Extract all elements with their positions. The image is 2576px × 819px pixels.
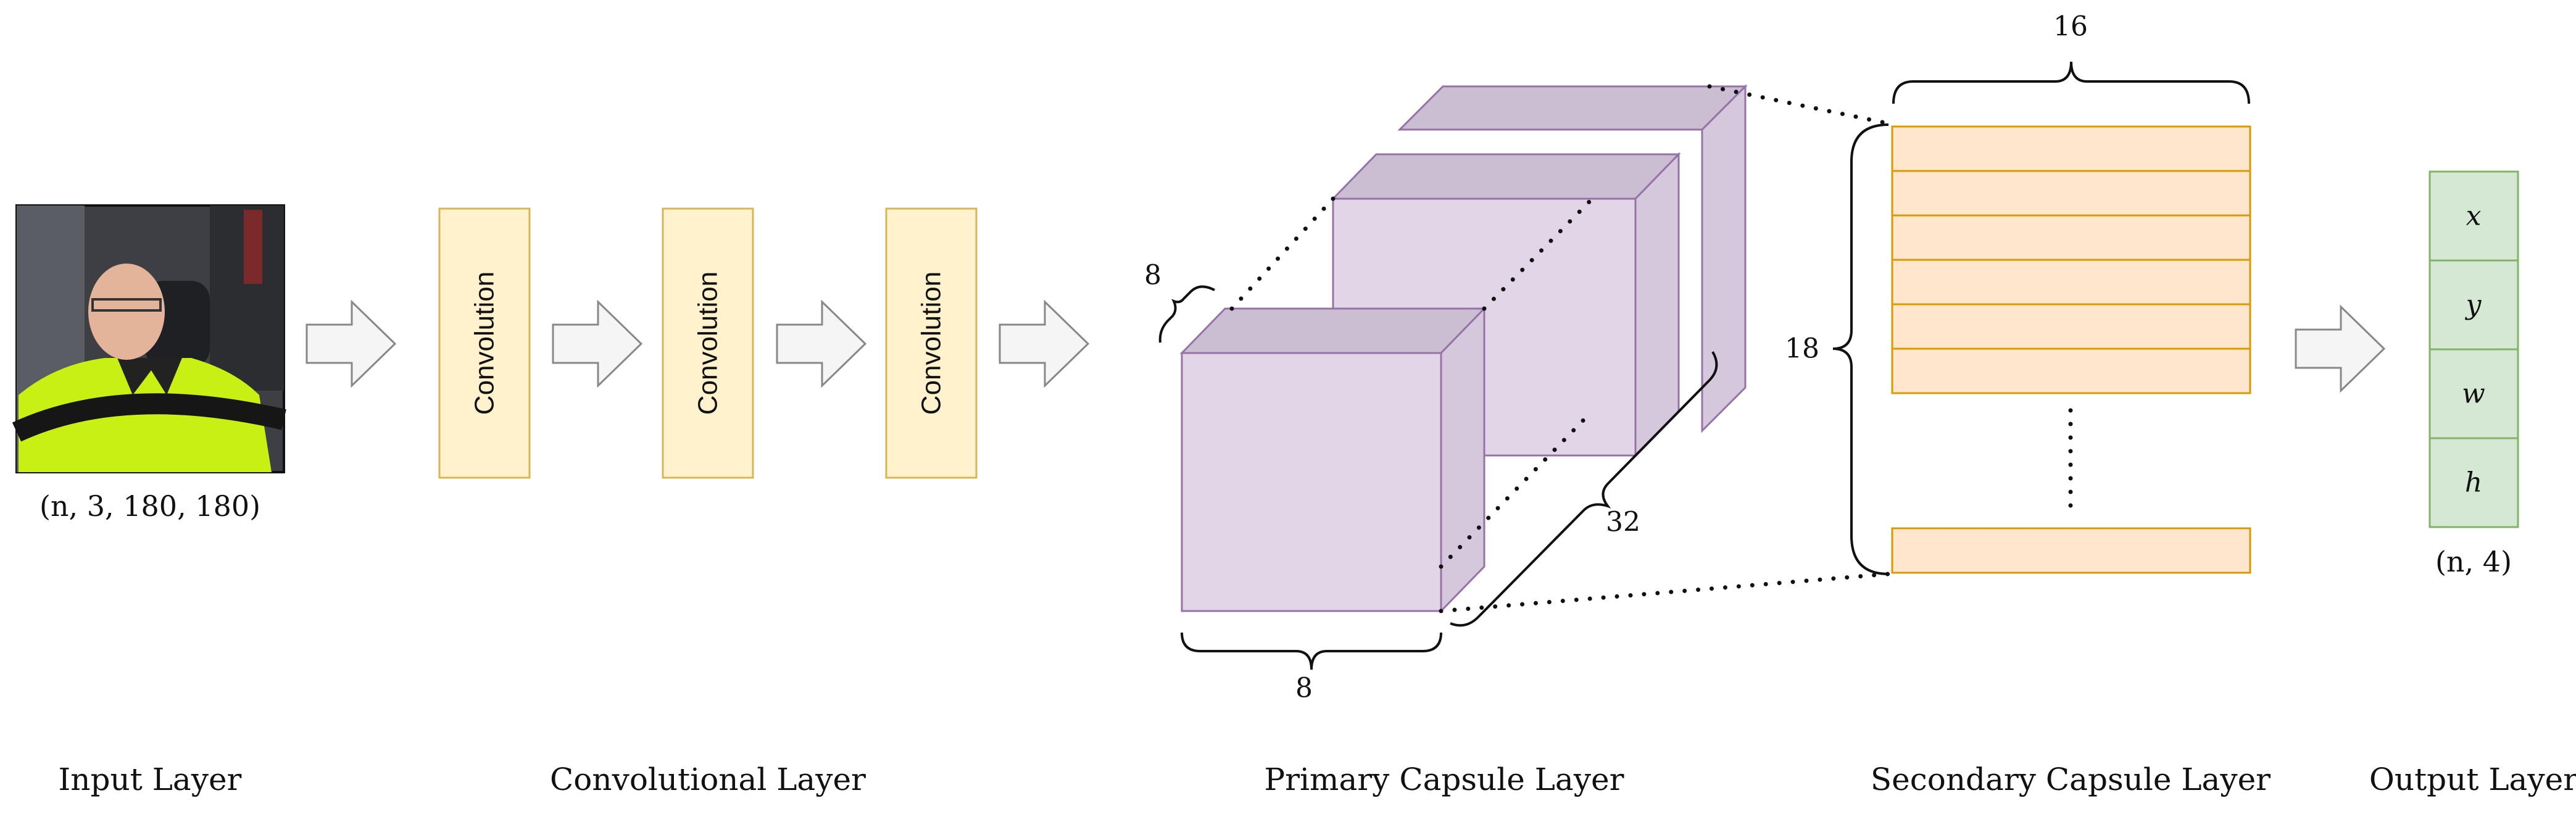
brace-width — [1181, 632, 1442, 670]
secondary-capsule-row — [1891, 259, 2251, 306]
convolution-block-1: Convolution — [438, 207, 531, 479]
secondary-width-label: 16 — [2053, 11, 2088, 43]
primary-capsule-cubes — [1179, 84, 1748, 613]
arrow-conv1-to-conv2 — [552, 299, 643, 388]
caption-primary-capsule-layer: Primary Capsule Layer — [1265, 762, 1624, 797]
secondary-capsule-rows — [1891, 125, 2251, 574]
capsule-cube-front — [1179, 306, 1487, 613]
convolution-label-1: Convolution — [470, 272, 500, 415]
braces — [1158, 61, 2250, 670]
brace-secondary-width — [1892, 61, 2250, 104]
primary-width-label: 8 — [1295, 673, 1313, 704]
output-cell-w: w — [2462, 378, 2485, 410]
capsule-cube-back — [1397, 84, 1748, 433]
caption-secondary-capsule-layer: Secondary Capsule Layer — [1871, 762, 2271, 797]
brace-depth — [1158, 285, 1215, 343]
output-cells: x y w h — [2429, 170, 2519, 528]
convolution-label-2: Convolution — [693, 272, 723, 415]
brace-count — [1450, 351, 1718, 627]
caption-input-layer: Input Layer — [59, 762, 242, 797]
arrow-conv3-to-primary — [999, 299, 1090, 388]
input-image — [12, 204, 286, 473]
output-shape-label: (n, 4) — [2435, 545, 2512, 578]
dotted-connectors — [1229, 84, 2073, 613]
layer-captions: Input Layer Convolutional Layer Primary … — [59, 762, 2576, 797]
convolution-blocks: Convolution Convolution Convolution — [438, 207, 978, 479]
secondary-capsule-row — [1891, 170, 2251, 217]
secondary-capsule-row-last — [1891, 527, 2251, 574]
caption-output-layer: Output Layer — [2369, 762, 2576, 797]
secondary-capsule-row — [1891, 214, 2251, 261]
primary-depth-label: 8 — [1144, 260, 1161, 291]
convolution-block-2: Convolution — [662, 207, 754, 479]
input-shape-label: (n, 3, 180, 180) — [39, 489, 260, 523]
primary-count-label: 32 — [1606, 507, 1640, 538]
caption-convolutional-layer: Convolutional Layer — [550, 762, 866, 797]
brace-secondary-height — [1832, 123, 1889, 575]
convolution-label-3: Convolution — [916, 272, 947, 415]
secondary-height-label: 18 — [1785, 333, 1819, 365]
arrow-input-to-conv — [305, 299, 397, 388]
output-cell-y: y — [2465, 289, 2482, 321]
secondary-capsule-row — [1891, 125, 2251, 172]
arrows — [305, 299, 2386, 393]
convolution-block-3: Convolution — [885, 207, 978, 479]
output-cell-h: h — [2465, 467, 2482, 499]
secondary-capsule-row — [1891, 347, 2251, 394]
dimension-labels: (n, 3, 180, 180) 8 8 32 16 18 (n, 4) — [39, 11, 2512, 704]
secondary-capsule-row — [1891, 303, 2251, 350]
output-cell-x: x — [2466, 201, 2482, 232]
arrow-conv2-to-conv3 — [776, 299, 867, 388]
arrow-secondary-to-output — [2295, 304, 2386, 393]
